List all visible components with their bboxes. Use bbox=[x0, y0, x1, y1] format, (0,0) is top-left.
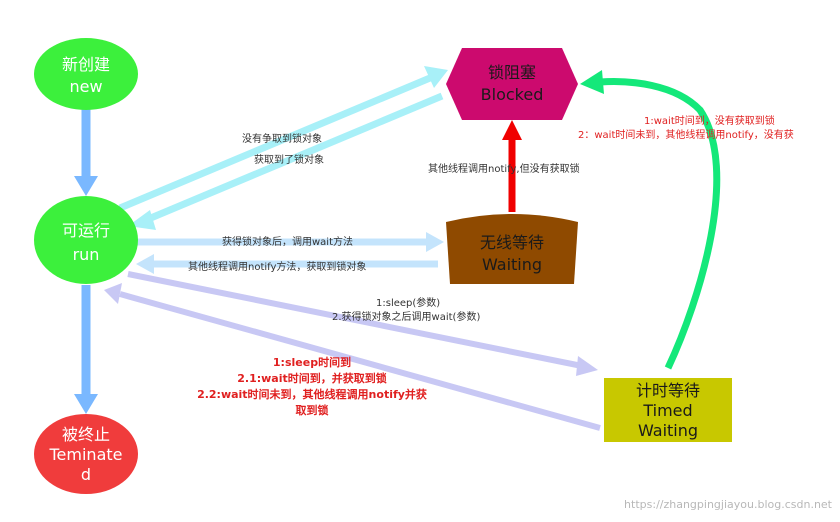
node-timed-waiting-label-en-1: Timed bbox=[642, 401, 692, 420]
arrow-waiting-to-run bbox=[136, 254, 438, 274]
node-blocked: 锁阻塞 Blocked bbox=[446, 48, 578, 120]
node-new: 新创建 new bbox=[34, 38, 138, 110]
label-timed-to-run-4: 取到锁 bbox=[296, 403, 329, 417]
arrow-run-to-waiting bbox=[136, 232, 444, 252]
node-waiting: 无线等待 Waiting bbox=[446, 214, 578, 284]
node-run-label-cn: 可运行 bbox=[62, 221, 110, 240]
label-run-to-blocked: 没有争取到锁对象 bbox=[242, 132, 322, 145]
watermark: https://zhangpingjiayou.blog.csdn.net bbox=[624, 498, 833, 511]
arrow-timed-waiting-to-run bbox=[104, 283, 601, 431]
label-run-to-timed-1: 1:sleep(参数) bbox=[376, 296, 440, 309]
node-timed-waiting-label-cn: 计时等待 bbox=[636, 381, 700, 400]
arrow-run-to-terminated bbox=[74, 285, 98, 414]
label-timed-to-run-1: 1:sleep时间到 bbox=[273, 355, 351, 369]
label-timed-to-blocked-2: 2：wait时间未到，其他线程调用notify，没有获 bbox=[578, 128, 794, 141]
node-run: 可运行 run bbox=[34, 196, 138, 284]
node-new-label-cn: 新创建 bbox=[62, 55, 110, 74]
arrow-run-to-blocked bbox=[118, 66, 448, 212]
label-run-to-waiting: 获得锁对象后，调用wait方法 bbox=[222, 235, 353, 248]
arrow-timed-waiting-to-blocked bbox=[580, 70, 721, 370]
node-run-label-en: run bbox=[73, 245, 100, 264]
node-terminated-label-cn: 被终止 bbox=[62, 425, 110, 444]
label-timed-to-run-2: 2.1:wait时间到，并获取到锁 bbox=[237, 371, 387, 385]
node-waiting-label-en: Waiting bbox=[482, 255, 542, 274]
arrow-new-to-run bbox=[74, 108, 98, 196]
arrow-blocked-to-run bbox=[128, 92, 444, 230]
label-waiting-to-blocked: 其他线程调用notify,但没有获取锁 bbox=[428, 162, 580, 175]
label-run-to-timed-2: 2.获得锁对象之后调用wait(参数) bbox=[332, 310, 480, 323]
node-terminated-label-en: Teminate bbox=[49, 445, 123, 464]
label-timed-to-blocked-1: 1:wait时间到，没有获取到锁 bbox=[644, 114, 775, 127]
node-terminated-label-en-2: d bbox=[81, 465, 91, 484]
node-waiting-label-cn: 无线等待 bbox=[480, 233, 544, 252]
node-timed-waiting: 计时等待 Timed Waiting bbox=[604, 378, 732, 442]
node-blocked-label-cn: 锁阻塞 bbox=[488, 63, 536, 82]
label-blocked-to-run: 获取到了锁对象 bbox=[254, 153, 324, 166]
label-waiting-to-run: 其他线程调用notify方法，获取到锁对象 bbox=[188, 260, 366, 273]
node-blocked-label-en: Blocked bbox=[481, 85, 544, 104]
arrow-waiting-to-blocked bbox=[502, 120, 522, 212]
node-timed-waiting-label-en-2: Waiting bbox=[638, 421, 698, 440]
node-terminated: 被终止 Teminate d bbox=[34, 414, 138, 494]
arrow-run-to-timed-waiting bbox=[127, 271, 598, 376]
node-new-label-en: new bbox=[69, 77, 102, 96]
label-timed-to-run-3: 2.2:wait时间未到，其他线程调用notify并获 bbox=[197, 387, 427, 401]
